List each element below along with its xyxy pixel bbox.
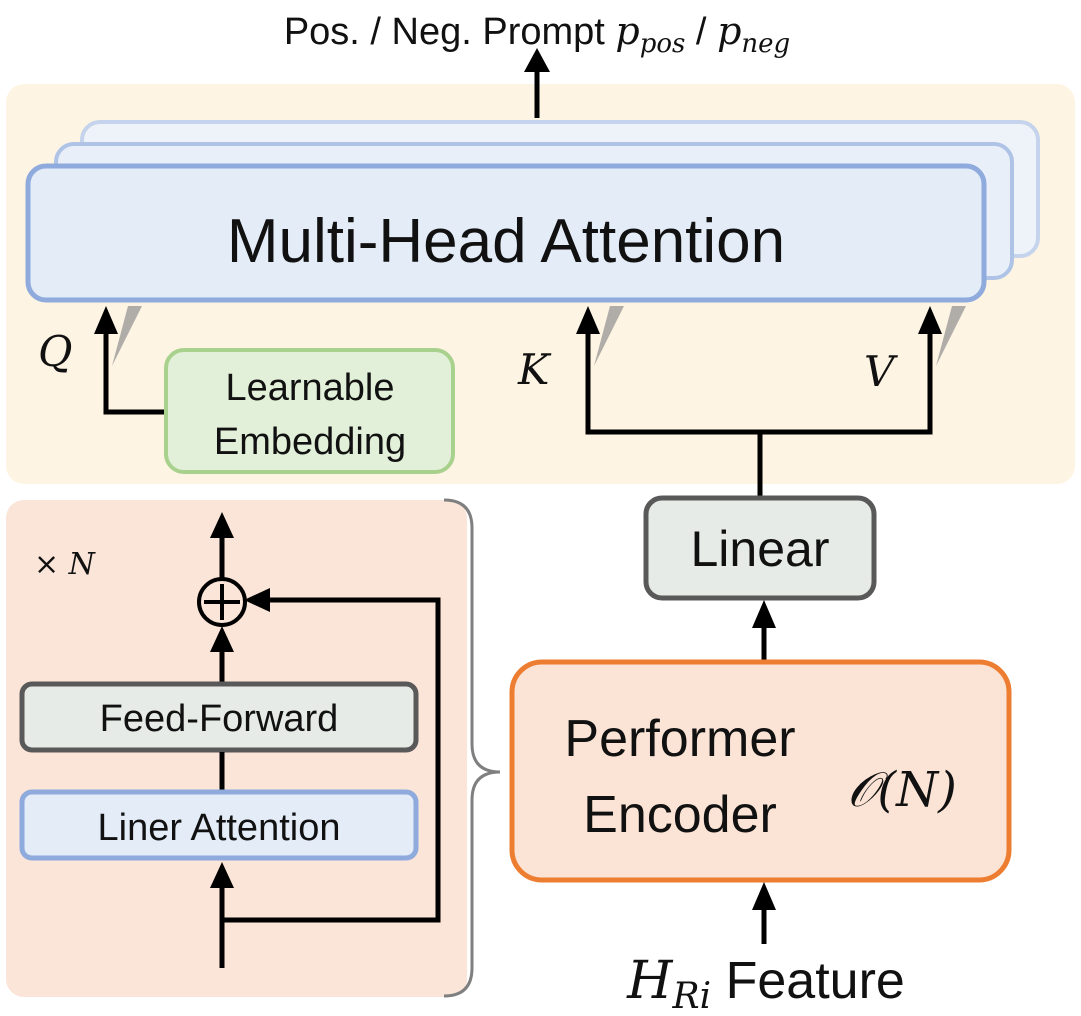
liner-attention-box (19, 789, 419, 861)
query-arrowhead (94, 306, 118, 334)
learnable-embedding-line1: Learnable (225, 367, 394, 409)
key-label: K (517, 345, 552, 394)
performer-encoder-line1: Performer (564, 710, 795, 768)
feed-forward-label: Feed-Forward (100, 698, 339, 740)
linear-label: Linear (691, 521, 830, 577)
query-arrow-shadow (112, 306, 142, 366)
multi-head-attention-box (25, 163, 987, 303)
residual-skip-arrowhead (244, 588, 270, 612)
layer-output-arrowhead (210, 512, 234, 538)
ff-to-add-arrowhead (210, 626, 234, 652)
query-label: Q (38, 327, 72, 376)
repeat-label: × N (34, 547, 97, 582)
key-arrow-shadow (594, 306, 624, 366)
performer-encoder-line2: Encoder (583, 786, 777, 844)
linear-box (643, 495, 877, 601)
input-feature-label: HRi Feature (626, 951, 905, 1016)
learnable-embedding-line2: Embedding (214, 421, 406, 463)
performer-encoder-box (509, 659, 1012, 883)
performer-to-linear-arrowhead (752, 600, 776, 628)
multi-head-attention-label: Multi-Head Attention (227, 207, 785, 276)
encoder-bracket (443, 498, 501, 998)
feed-forward-box (19, 681, 419, 753)
query-connector (103, 322, 166, 415)
complexity-label: 𝒪(N) (847, 762, 957, 818)
value-arrow-shadow (936, 306, 966, 366)
layer-input-arrowhead (210, 862, 234, 888)
output-arrowhead (524, 48, 550, 72)
input-arrowhead (752, 882, 776, 910)
liner-attention-label: Liner Attention (98, 807, 341, 849)
value-label: V (864, 347, 898, 396)
residual-skip-connection (222, 597, 441, 923)
learnable-embedding-box (164, 348, 455, 474)
output-prompt-label: Pos. / Neg. Prompt ppos / pneg (284, 9, 790, 59)
value-arrowhead (918, 306, 942, 334)
key-arrowhead (576, 306, 600, 334)
